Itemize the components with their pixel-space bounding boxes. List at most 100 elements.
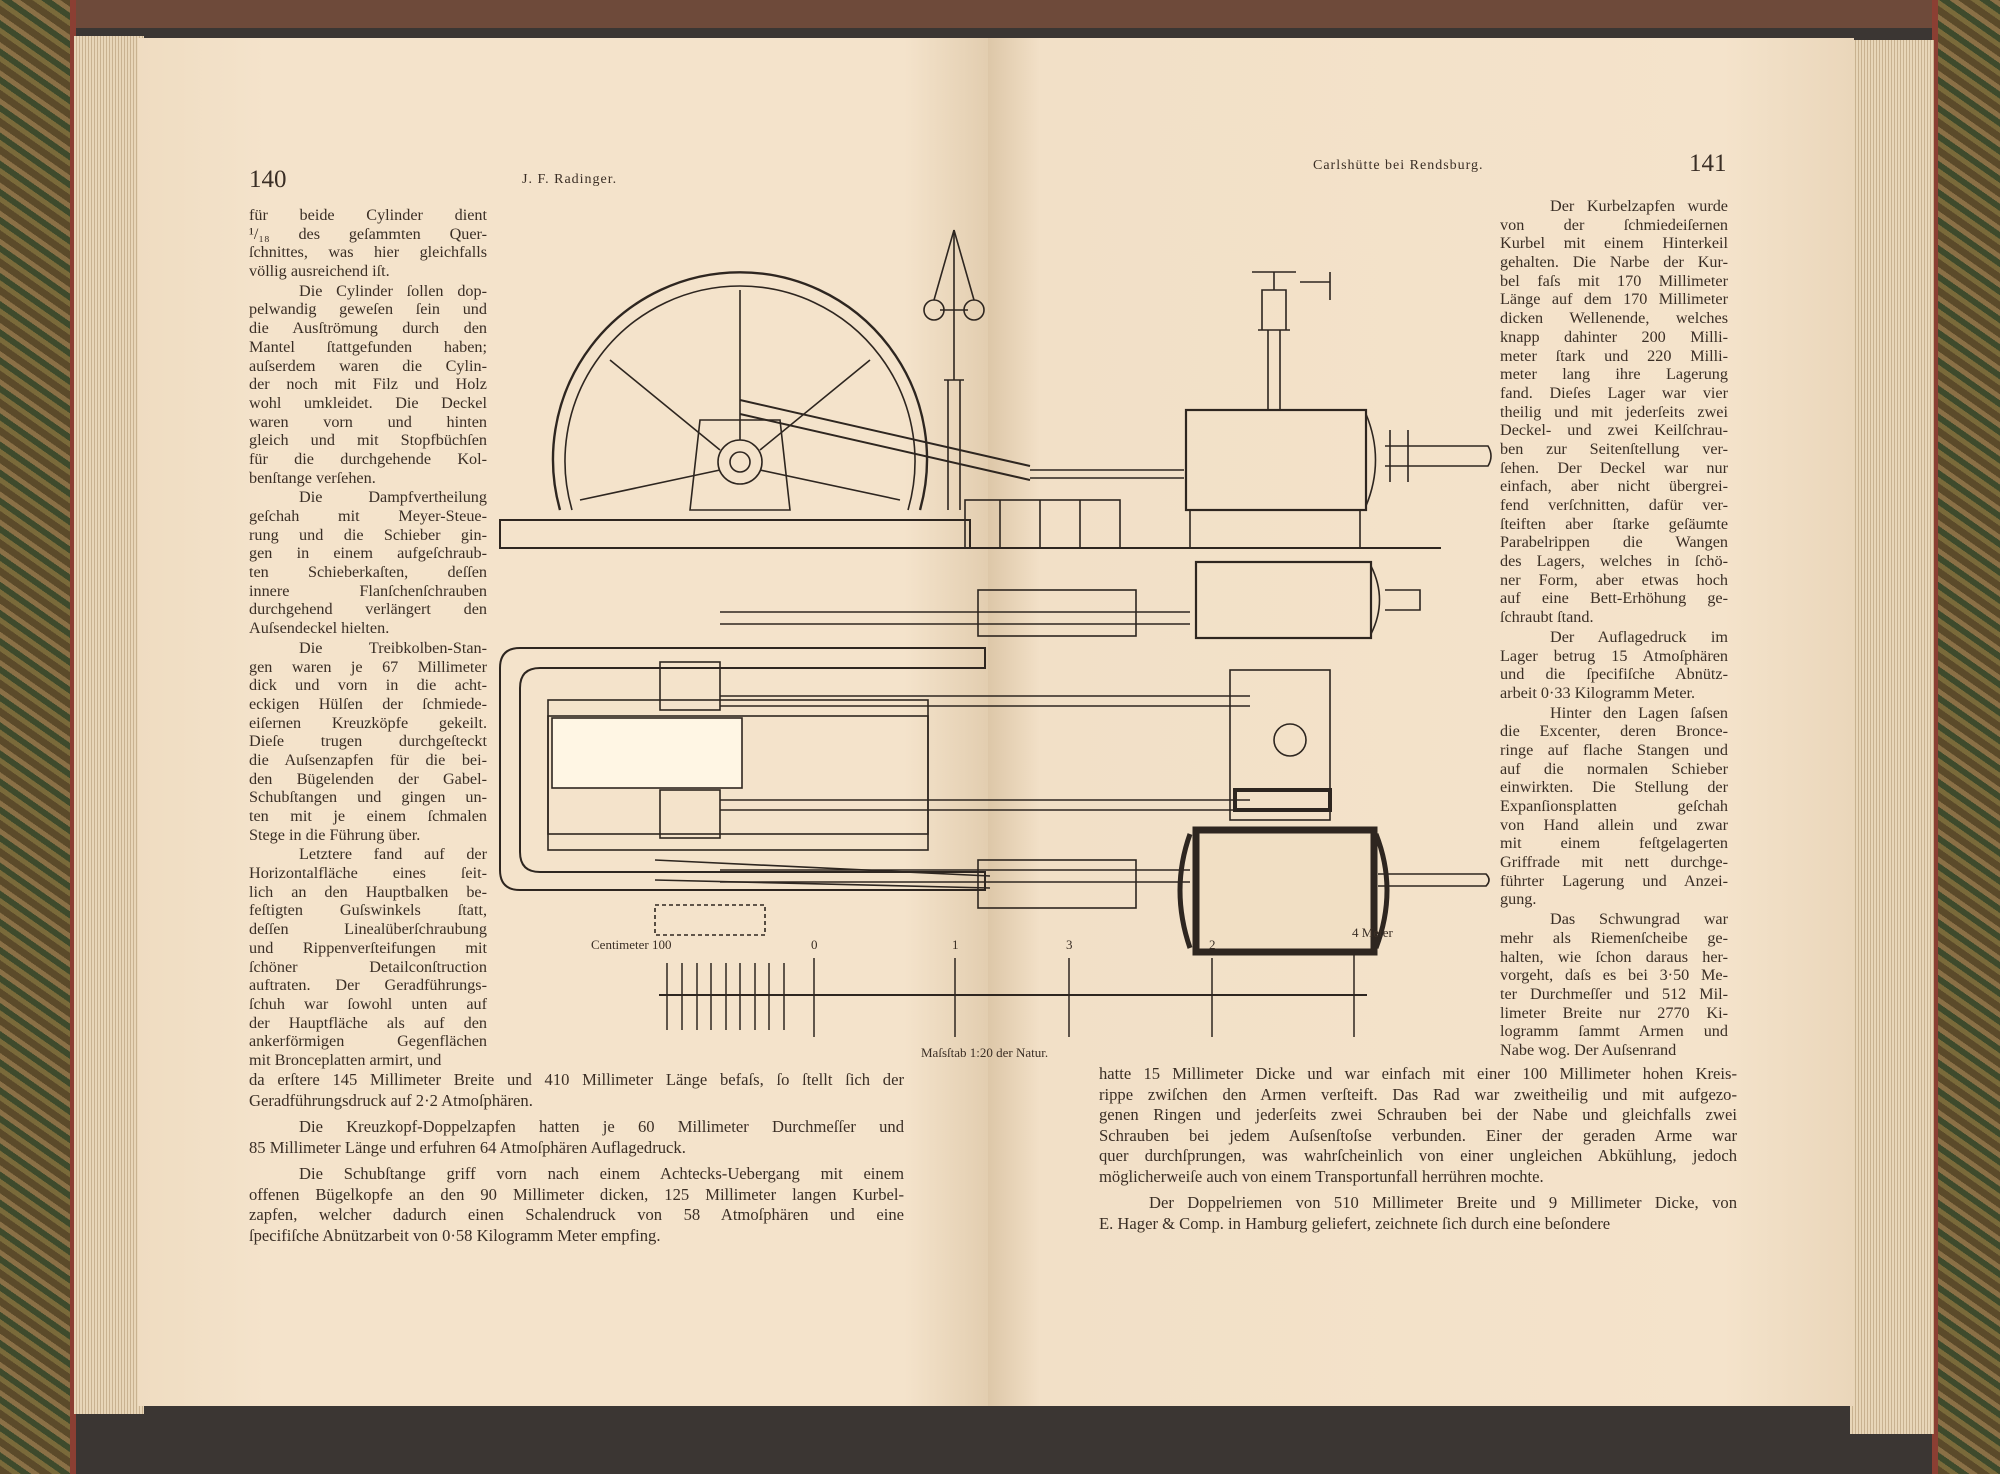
text-line: Dieſe trugen durchgeſteckt: [249, 732, 487, 751]
text-line: ten mit je einem ſchmalen: [249, 807, 487, 825]
text-line: rung und die Schieber gin-: [249, 525, 487, 544]
text-line: Expanſionsplatten geſchah: [1500, 797, 1728, 815]
text-line: ben zur Seitenſtellung ver-: [1500, 439, 1728, 458]
flywheel-hub: [717, 439, 763, 485]
crank-bearing: [689, 419, 791, 511]
centimeter-ticks: [666, 963, 785, 1030]
text-line: gen in einem aufgeſchraub-: [249, 544, 487, 563]
right-full-width-text: hatte 15 Millimeter Dicke und war einfac…: [1099, 1064, 1737, 1240]
text-line: Griffrade mit nett durchge-: [1500, 853, 1728, 872]
foot-plate: [654, 904, 766, 936]
page-number-right: 141: [1689, 150, 1727, 177]
running-head-right: Carlshütte bei Rendsburg.: [1313, 158, 1484, 173]
piston-slot: [551, 717, 743, 789]
text-line: Der Doppelriemen von 510 Millimeter Brei…: [1149, 1193, 1737, 1212]
text-line: lich an den Hauptbalken be-: [249, 882, 487, 901]
paragraph: Die Treibkolben-Stan-gen waren je 67 Mil…: [249, 639, 487, 845]
text-line: durchgehend verlängert den: [249, 600, 487, 619]
paragraph: Der Doppelriemen von 510 Millimeter Brei…: [1099, 1193, 1737, 1234]
text-line: für beide Cylinder dient: [249, 206, 487, 224]
right-page: [988, 38, 1854, 1406]
text-line: feſtigten Guſswinkels ſtatt,: [249, 901, 487, 920]
text-line: meter lang ihre Lagerung: [1500, 365, 1728, 384]
paragraph: Die Schubſtange griff vorn nach einem Ac…: [249, 1164, 904, 1246]
steam-valve: [1252, 271, 1331, 410]
text-line: die Auſsenzapfen für die bei-: [249, 750, 487, 769]
text-line: Die Kreuzkopf-Doppelzapfen hatten je 60 …: [299, 1117, 904, 1136]
text-line: genen Ringen und jederſeits zwei Schraub…: [1099, 1105, 1737, 1124]
text-line: Die Treibkolben-Stan-: [299, 638, 487, 657]
text-line: 85 Millimeter Länge und erfuhren 64 Atmo…: [249, 1137, 686, 1157]
left-full-width-text: da erſtere 145 Millimeter Breite und 410…: [249, 1070, 904, 1252]
text-line: Das Schwungrad war: [1550, 910, 1728, 929]
text-line: benſtange verſehen.: [249, 468, 376, 487]
elevation-view: [499, 229, 1492, 549]
governor-column: [940, 230, 968, 510]
text-line: und die ſpecifiſche Abnütz-: [1500, 665, 1728, 684]
text-line: ¹/₁₈ des geſammten Quer-: [249, 224, 487, 243]
text-line: meter ſtark und 220 Milli-: [1500, 346, 1728, 365]
text-line: eiſernen Kreuzköpfe gekeilt.: [249, 713, 487, 732]
running-head-left: J. F. Radinger.: [522, 172, 618, 187]
text-line: rippe zwiſchen den Armen verſteift. Das …: [1099, 1084, 1737, 1104]
text-line: geſchah mit Meyer-Steue-: [249, 507, 487, 525]
piston-rod: [1030, 469, 1184, 479]
scale-label-1: 1: [952, 937, 959, 952]
text-line: der noch mit Filz und Holz: [249, 375, 487, 394]
cylinder-plan-upper: [1194, 560, 1373, 640]
text-line: Deckel- und zwei Keilſchrau-: [1500, 421, 1728, 440]
text-line: möglicherweiſe auch von einem Transportu…: [1099, 1166, 1544, 1186]
text-line: knapp dahinter 200 Milli-: [1500, 327, 1728, 346]
text-line: ter Durchmeſſer und 512 Mil-: [1500, 984, 1728, 1003]
text-line: der Hauptfläche als auf den: [249, 1013, 487, 1032]
scale-label-centimeter: Centimeter 100: [591, 937, 672, 952]
crosshead-lower: [659, 789, 721, 839]
text-line: des Lagers, welches in ſchö-: [1500, 552, 1728, 571]
text-line: halten, wie ſchon daraus her-: [1500, 947, 1728, 966]
text-line: ſteiften aber ſtarke geſäumte: [1500, 514, 1728, 533]
text-line: gehalten. Die Narbe der Kur-: [1500, 253, 1728, 272]
valve-boxes: [964, 499, 1121, 549]
paragraph: da erſtere 145 Millimeter Breite und 410…: [249, 1070, 904, 1111]
frame-outline: [499, 647, 986, 891]
text-line: logramm ſammt Armen und: [1500, 1022, 1728, 1041]
text-line: einwirkten. Die Stellung der: [1500, 778, 1728, 797]
text-line: auf eine Bett-Erhöhung ge-: [1500, 589, 1728, 608]
text-line: auſserdem waren die Cylin-: [249, 356, 487, 375]
paragraph: Die Cylinder ſollen dop-pelwandig geweſe…: [249, 282, 487, 488]
scale-label-0: 0: [811, 937, 818, 952]
text-line: Der Auflagedruck im: [1550, 627, 1728, 646]
scale-label-4-meter: 4 Meter: [1352, 925, 1393, 940]
text-line: Horizontalfläche eines ſeit-: [249, 864, 487, 883]
text-line: die Excenter, deren Bronce-: [1500, 722, 1728, 741]
text-line: Schrauben bei jedem Auſsenſtoſse verbund…: [1099, 1125, 1737, 1145]
text-line: offenen Bügelkopfe an den 90 Millimeter …: [249, 1184, 904, 1204]
cylinder-elevation: [1184, 408, 1368, 512]
paragraph: Die Kreuzkopf-Doppelzapfen hatten je 60 …: [249, 1117, 904, 1158]
text-line: führter Lagerung und Anzei-: [1500, 871, 1728, 890]
text-line: dick und vorn in die acht-: [249, 676, 487, 695]
scale-caption: Maſsſtab 1:20 der Natur.: [921, 1045, 1049, 1060]
text-line: von der ſchmiedeiſernen: [1500, 215, 1728, 234]
text-line: den Bügelenden der Gabel-: [249, 769, 487, 788]
scale-bar: [659, 953, 1367, 1037]
text-line: gleich und mit Stopfbüchſen: [249, 431, 487, 450]
text-line: auf die normalen Schieber: [1500, 759, 1728, 778]
paragraph: hatte 15 Millimeter Dicke und war einfac…: [1099, 1064, 1737, 1187]
text-line: völlig ausreichend iſt.: [249, 262, 390, 281]
text-line: mit Bronceplatten armirt, und: [249, 1050, 442, 1069]
text-line: Geradführungsdruck auf 2·2 Atmoſphären.: [249, 1090, 533, 1110]
text-line: Kurbel mit einem Hinterkeil: [1500, 234, 1728, 253]
book-cover-right: [1932, 0, 2000, 1474]
text-line: Hinter den Lagen ſaſsen: [1550, 703, 1728, 722]
valve-chest-plan: [1233, 788, 1332, 812]
text-line: Nabe wog. Der Auſsenrand: [1500, 1040, 1677, 1059]
text-line: Lager betrug 15 Atmoſphären: [1500, 646, 1728, 665]
text-line: hatte 15 Millimeter Dicke und war einfac…: [1099, 1064, 1737, 1083]
